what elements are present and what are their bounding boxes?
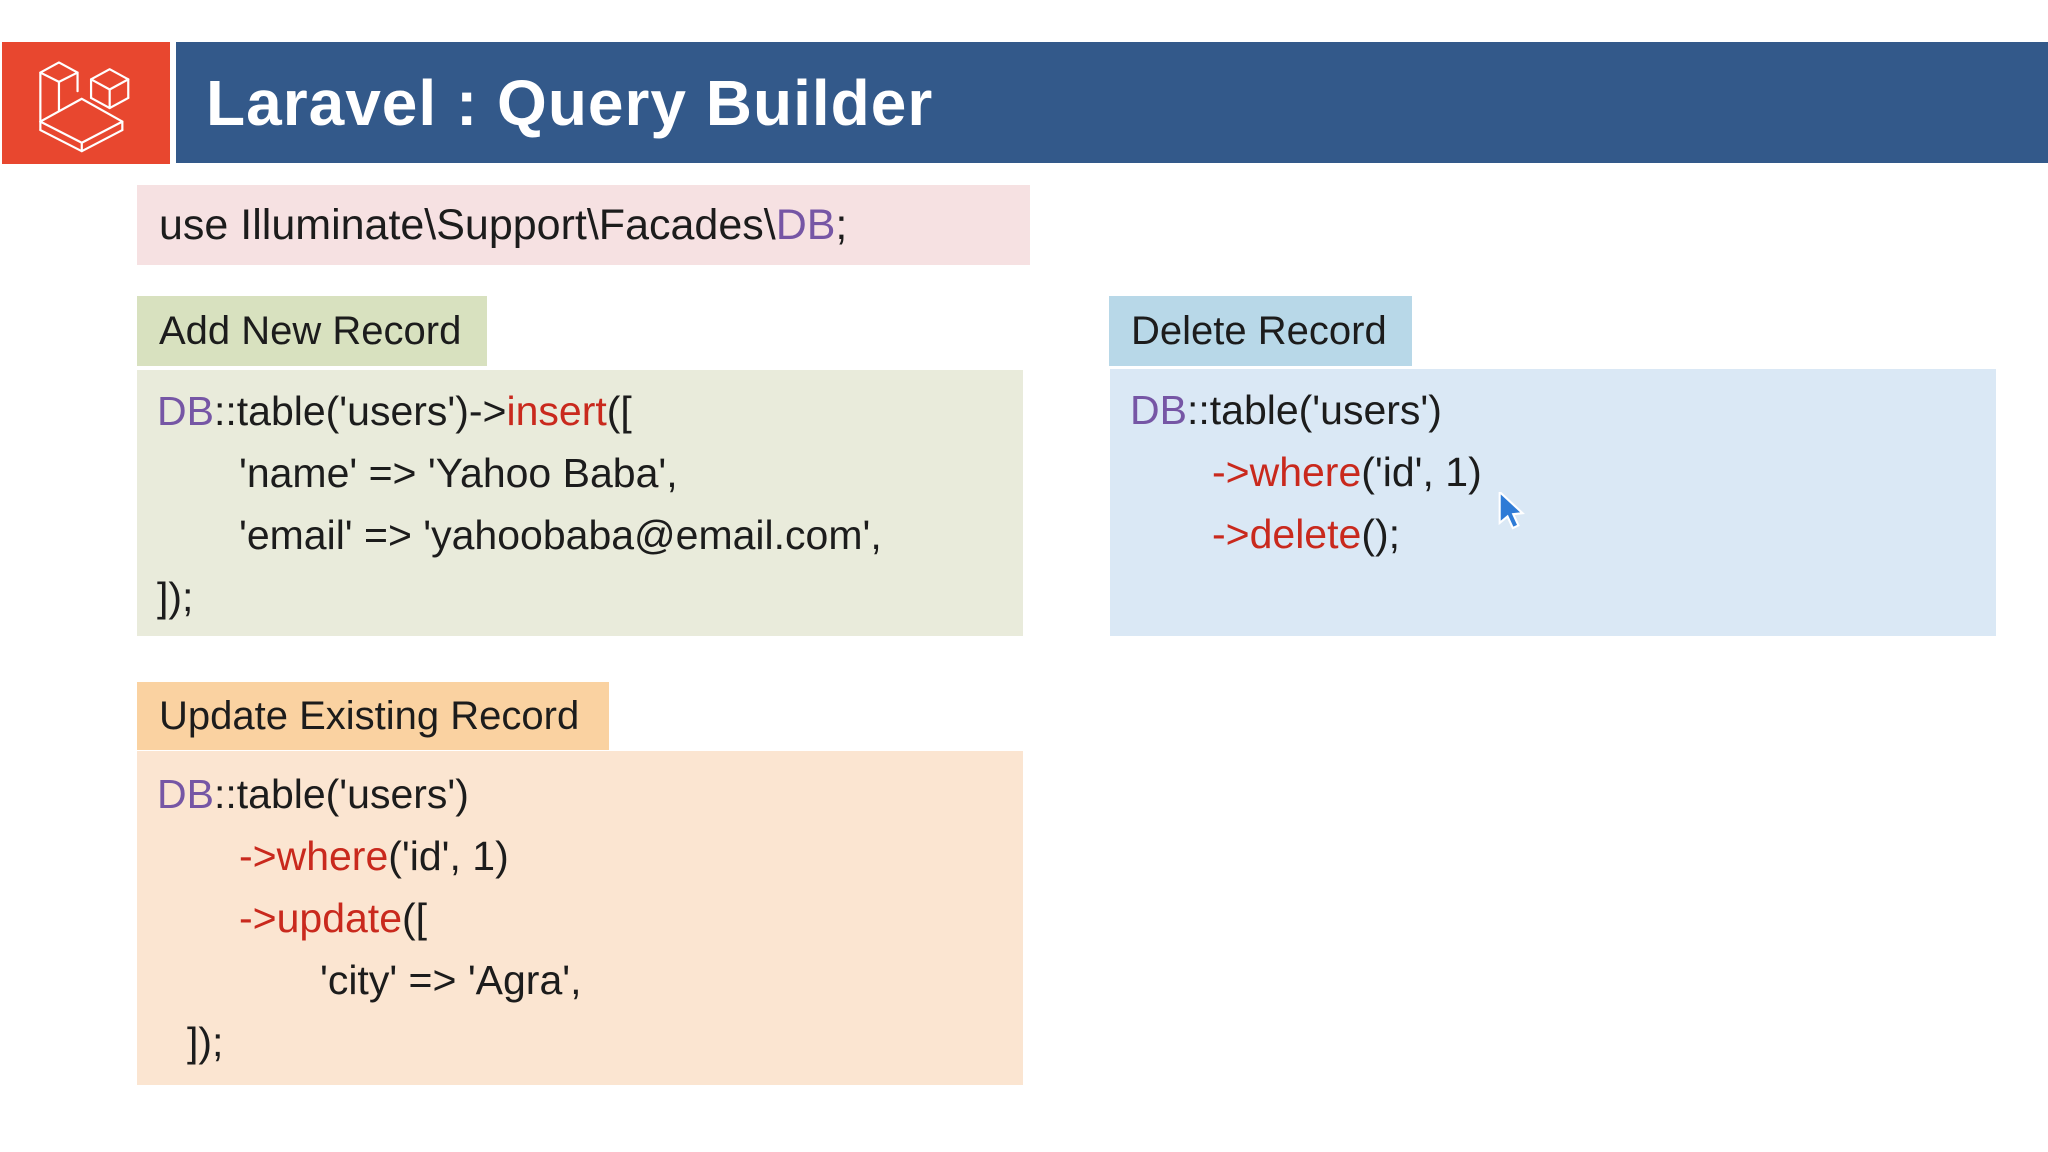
- code-segment: ->update: [239, 895, 402, 941]
- code-segment: 'email' => 'yahoobaba@email.com',: [239, 512, 882, 558]
- code-segment: ]);: [157, 574, 194, 620]
- code-segment: ::table('users'): [1186, 387, 1442, 433]
- code-segment: ('id', 1): [1361, 449, 1482, 495]
- code-segment: 'city' => 'Agra',: [320, 957, 582, 1003]
- section-label-update-existing-record: Update Existing Record: [137, 682, 609, 750]
- code-segment: ('id', 1): [388, 833, 509, 879]
- section-label-add-new-record: Add New Record: [137, 296, 487, 366]
- code-segment: ->where: [1212, 449, 1362, 495]
- code-block-insert: DB::table('users')->insert(['name' => 'Y…: [137, 370, 1023, 636]
- laravel-logo-icon: [39, 61, 130, 153]
- code-line: DB::table('users'): [157, 763, 1023, 825]
- code-line: ->update([: [239, 887, 1023, 949]
- code-line: ->delete();: [1212, 503, 1996, 565]
- code-line: ]);: [157, 566, 1023, 628]
- mouse-cursor-icon: [1498, 492, 1526, 530]
- cursor-arrow: [1498, 492, 1526, 530]
- import-statement-box: use Illuminate\Support\Facades\DB;: [137, 185, 1030, 265]
- header-bar: Laravel : Query Builder: [176, 42, 2048, 163]
- code-line: DB::table('users'): [1130, 379, 1996, 441]
- code-segment: DB: [157, 771, 214, 817]
- code-segment: DB: [1130, 387, 1187, 433]
- code-segment: ([: [606, 388, 632, 434]
- code-line: 'name' => 'Yahoo Baba',: [239, 442, 1023, 504]
- code-segment: DB: [775, 201, 836, 249]
- code-block-update: DB::table('users')->where('id', 1)->upda…: [137, 751, 1023, 1085]
- code-segment: ::table('users'): [213, 771, 469, 817]
- page-title: Laravel : Query Builder: [206, 66, 934, 139]
- code-segment: ->where: [239, 833, 389, 879]
- code-segment: DB: [157, 388, 214, 434]
- code-segment: ]);: [187, 1019, 224, 1065]
- code-line: ]);: [187, 1011, 1023, 1073]
- laravel-logo: [2, 42, 170, 164]
- code-segment: ::table('users')->: [213, 388, 507, 434]
- code-line: ->where('id', 1): [1212, 441, 1996, 503]
- code-line: 'email' => 'yahoobaba@email.com',: [239, 504, 1023, 566]
- code-line: ->where('id', 1): [239, 825, 1023, 887]
- code-line: use Illuminate\Support\Facades\DB;: [159, 194, 847, 256]
- code-segment: use Illuminate\Support\Facades\: [159, 201, 776, 249]
- section-label-delete-record: Delete Record: [1109, 296, 1412, 366]
- code-segment: insert: [506, 388, 607, 434]
- code-segment: ;: [835, 201, 848, 249]
- code-segment: ->delete: [1212, 511, 1362, 557]
- code-line: 'city' => 'Agra',: [320, 949, 1023, 1011]
- code-segment: 'name' => 'Yahoo Baba',: [239, 450, 678, 496]
- code-block-delete: DB::table('users')->where('id', 1)->dele…: [1110, 369, 1996, 636]
- code-line: DB::table('users')->insert([: [157, 380, 1023, 442]
- code-segment: ();: [1361, 511, 1401, 557]
- code-segment: ([: [402, 895, 428, 941]
